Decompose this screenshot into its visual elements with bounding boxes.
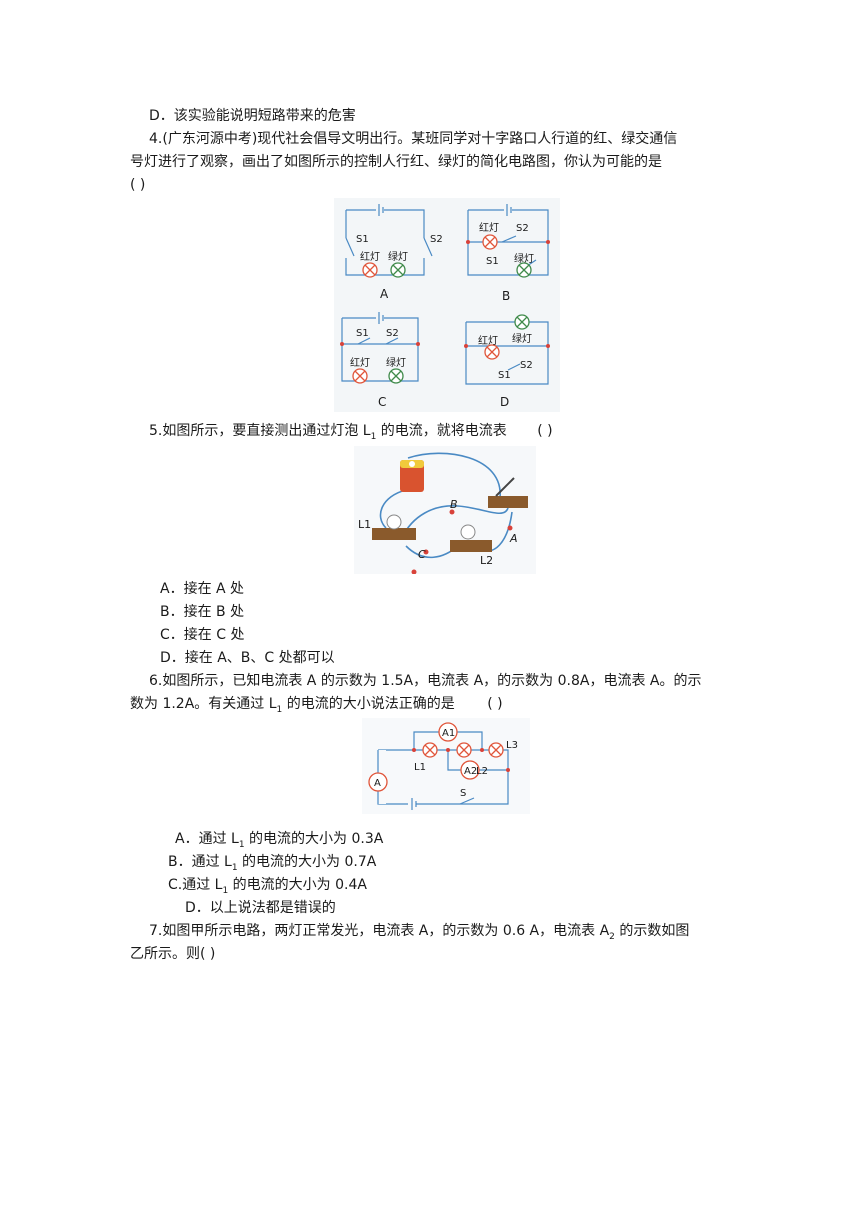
q6-option-a-pre: A．通过 L [175, 831, 239, 847]
q6-option-d: D．以上说法都是错误的 [185, 900, 336, 916]
q5-option-c: C．接在 C 处 [160, 627, 245, 643]
q6-option-b-sub: 1 [231, 862, 238, 873]
q6-option-c-pre: C.通过 L [168, 877, 223, 893]
q3-option-d: D．该实验能说明短路带来的危害 [149, 108, 356, 124]
fig-d-s1: S1 [498, 370, 511, 381]
fig-label-b: B [502, 289, 510, 303]
fig-d-red-label: 红灯 [478, 334, 498, 347]
q5-option-d: D．接在 A、B、C 处都可以 [160, 650, 335, 666]
q6-fig-meter-a2: A2 [464, 766, 477, 777]
q7-stem-line1: 7.如图甲所示电路，两灯正常发光，电流表 A，的示数为 0.6 A，电流表 A2… [149, 921, 689, 947]
q6-stem-sub: 1 [276, 704, 283, 715]
q6-stem-text-b: 的电流的大小说法正确的是 [282, 696, 455, 712]
q6-stem-line1: 6.如图所示，已知电流表 A 的示数为 1.5A，电流表 A，的示数为 0.8A… [149, 673, 702, 689]
fig-c-s1: S1 [356, 328, 369, 339]
q4-stem-line2: 号灯进行了观察，画出了如图所示的控制人行红、绿灯的简化电路图，你认为可能的是 [130, 154, 662, 170]
q6-stem-line2: 数为 1.2A。有关通过 L1 的电流的大小说法正确的是 ( ) [130, 694, 503, 720]
q5-fig-l2: L2 [480, 554, 493, 567]
q6-fig-l1: L1 [414, 762, 426, 773]
q5-option-b: B．接在 B 处 [160, 604, 245, 620]
fig-a-s1: S1 [356, 234, 369, 245]
fig-b-s1: S1 [486, 256, 499, 267]
q5-fig-l1: L1 [358, 518, 371, 531]
fig-c-s2: S2 [386, 328, 399, 339]
q6-fig-l2: L2 [476, 766, 488, 777]
fig-label-a: A [380, 287, 389, 301]
q7-stem-sub: 2 [609, 931, 615, 942]
fig-c-green-label: 绿灯 [386, 356, 406, 369]
q5-answer-bracket: ( ) [537, 423, 553, 439]
q6-option-b: B．通过 L1 的电流的大小为 0.7A [168, 852, 376, 878]
q5-stem-text-b: 的电流，就将电流表 [376, 423, 507, 439]
q7-stem-line2: 乙所示。则( ) [130, 946, 216, 962]
q7-stem-text-a: 7.如图甲所示电路，两灯正常发光，电流表 A，的示数为 0.6 A，电流表 A [149, 923, 610, 939]
q6-option-c-post: 的电流的大小为 0.4A [228, 877, 367, 893]
q6-option-a-post: 的电流的大小为 0.3A [244, 831, 384, 847]
fig-b-green-label: 绿灯 [514, 252, 534, 265]
q6-option-c: C.通过 L1 的电流的大小为 0.4A [168, 875, 367, 901]
q4-answer-bracket: ( ) [130, 177, 146, 193]
fig-a-red-label: 红灯 [360, 250, 380, 263]
q6-option-b-pre: B．通过 L [168, 854, 232, 870]
q6-fig-switch-s: S [460, 788, 466, 799]
q5-fig-point-b: B [450, 498, 458, 511]
q5-fig-point-c: C [418, 548, 426, 561]
fig-label-c: C [378, 395, 386, 409]
q6-option-a: A．通过 L1 的电流的大小为 0.3A [175, 829, 383, 855]
fig-a-s2: S2 [430, 234, 443, 245]
q6-answer-bracket: ( ) [487, 696, 503, 712]
fig-d-green-label: 绿灯 [512, 332, 532, 345]
fig-c-red-label: 红灯 [350, 356, 370, 369]
q6-option-a-sub: 1 [238, 839, 245, 850]
q6-stem-text-a: 数为 1.2A。有关通过 L [130, 696, 277, 712]
fig-b-red-label: 红灯 [479, 221, 499, 234]
q4-stem-line1: 4.(广东河源中考)现代社会倡导文明出行。某班同学对十字路口人行道的红、绿交通信 [149, 131, 678, 147]
q5-stem-sub: 1 [370, 431, 377, 442]
fig-a-green-label: 绿灯 [388, 250, 408, 263]
q5-fig-point-a: A [509, 532, 518, 545]
q6-option-b-post: 的电流的大小为 0.7A [237, 854, 377, 870]
q6-circuit-figure: A A1 A2 L1 L2 L3 S [362, 718, 530, 814]
q5-stem-text-a: 5.如图所示，要直接测出通过灯泡 L [149, 423, 371, 439]
q6-fig-l3: L3 [506, 740, 518, 751]
q4-circuit-figure: S1 S2 红灯 绿灯 红灯 S2 S1 绿灯 S1 S2 红灯 绿灯 红灯 绿… [334, 198, 560, 412]
q5-circuit-photo: L1 B C A L2 [354, 446, 536, 574]
q6-fig-meter-a1: A1 [442, 728, 455, 739]
q6-fig-meter-a: A [374, 778, 381, 789]
q6-option-c-sub: 1 [222, 885, 229, 896]
fig-d-s2: S2 [520, 360, 533, 371]
q7-stem-text-b: 的示数如图 [614, 923, 690, 939]
q5-stem: 5.如图所示，要直接测出通过灯泡 L1 的电流，就将电流表 ( ) [149, 421, 553, 447]
fig-label-d: D [500, 395, 509, 409]
q5-option-a: A．接在 A 处 [160, 581, 245, 597]
fig-b-s2: S2 [516, 223, 529, 234]
